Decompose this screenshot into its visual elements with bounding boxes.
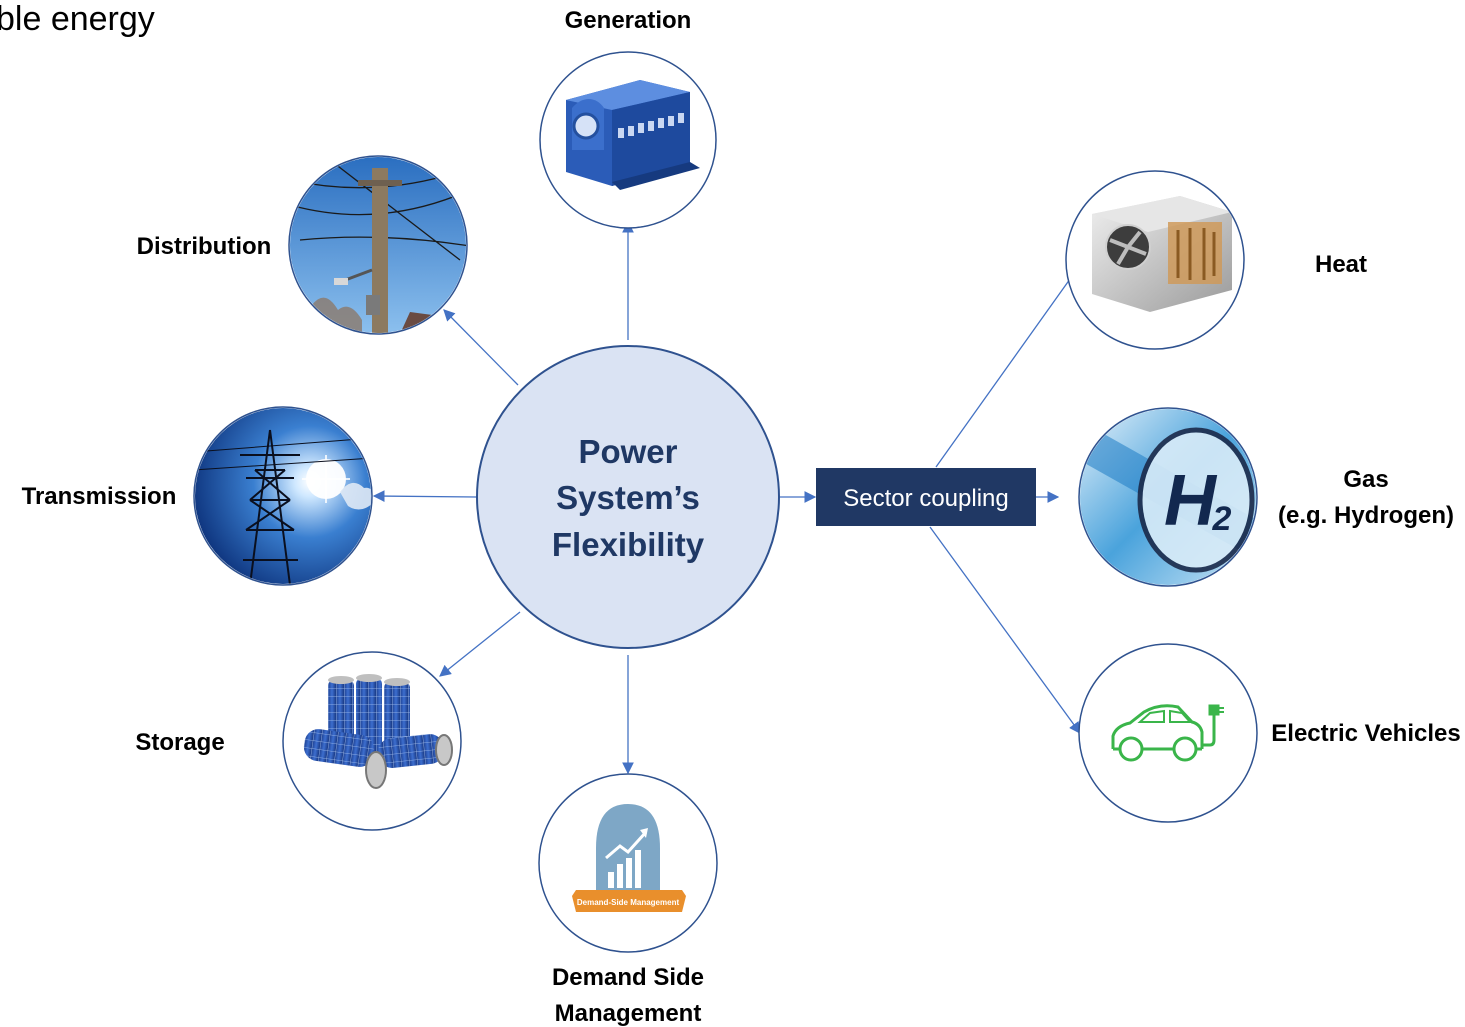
electric-car-icon [1111, 704, 1224, 762]
ev-label: Electric Vehicles [1271, 720, 1460, 747]
batteries-icon [284, 653, 460, 829]
ev-node: Electric Vehicles [1078, 643, 1461, 823]
arrow-to-ev [929, 526, 1081, 734]
hub-line-3: Flexibility [552, 526, 705, 563]
svg-text:2: 2 [1212, 500, 1232, 538]
sector-coupling-box: Sector coupling [816, 468, 1036, 526]
distribution-label: Distribution [137, 233, 272, 260]
dsm-label-line-1: Demand Side [552, 964, 704, 991]
sector-coupling-label: Sector coupling [843, 485, 1008, 512]
engine-generator-icon [541, 53, 715, 227]
transmission-node: Transmission [22, 406, 373, 586]
dsm-chart-icon: Demand-Side Management [540, 775, 716, 951]
heat-node: Heat [1065, 170, 1367, 350]
storage-label: Storage [135, 729, 224, 756]
heat-label: Heat [1315, 251, 1367, 278]
storage-node: Storage [135, 651, 462, 831]
hydrogen-h2-icon: H 2 [1080, 409, 1256, 585]
arrow-to-storage [439, 611, 521, 677]
generation-label: Generation [565, 7, 692, 34]
distribution-node: Distribution [137, 155, 468, 335]
arrow-to-distribution [443, 309, 519, 386]
heat-pump-icon [1067, 172, 1243, 348]
dsm-badge-text: Demand-Side Management [577, 898, 680, 907]
hub-circle: Power System’s Flexibility [476, 345, 780, 649]
svg-text:H: H [1164, 461, 1218, 541]
transmission-tower-icon [195, 408, 371, 584]
gas-label-line-1: Gas [1343, 466, 1388, 493]
hub-line-1: Power [578, 433, 677, 470]
arrow-to-heat [935, 264, 1081, 468]
gas-label-line-2: (e.g. Hydrogen) [1278, 502, 1454, 529]
dsm-label-line-2: Management [555, 1000, 702, 1027]
hub-line-2: System’s [556, 479, 700, 516]
arrow-to-transmission [372, 490, 477, 502]
dsm-node: Demand-Side Management Demand Side Manag… [538, 773, 718, 1027]
cut-off-title: ble energy [0, 0, 155, 38]
transmission-label: Transmission [22, 483, 177, 510]
connectors [372, 220, 1081, 775]
utility-pole-icon [290, 157, 466, 333]
generation-node: Generation [539, 7, 717, 229]
gas-node: H 2 Gas (e.g. Hydrogen) [1078, 407, 1454, 587]
